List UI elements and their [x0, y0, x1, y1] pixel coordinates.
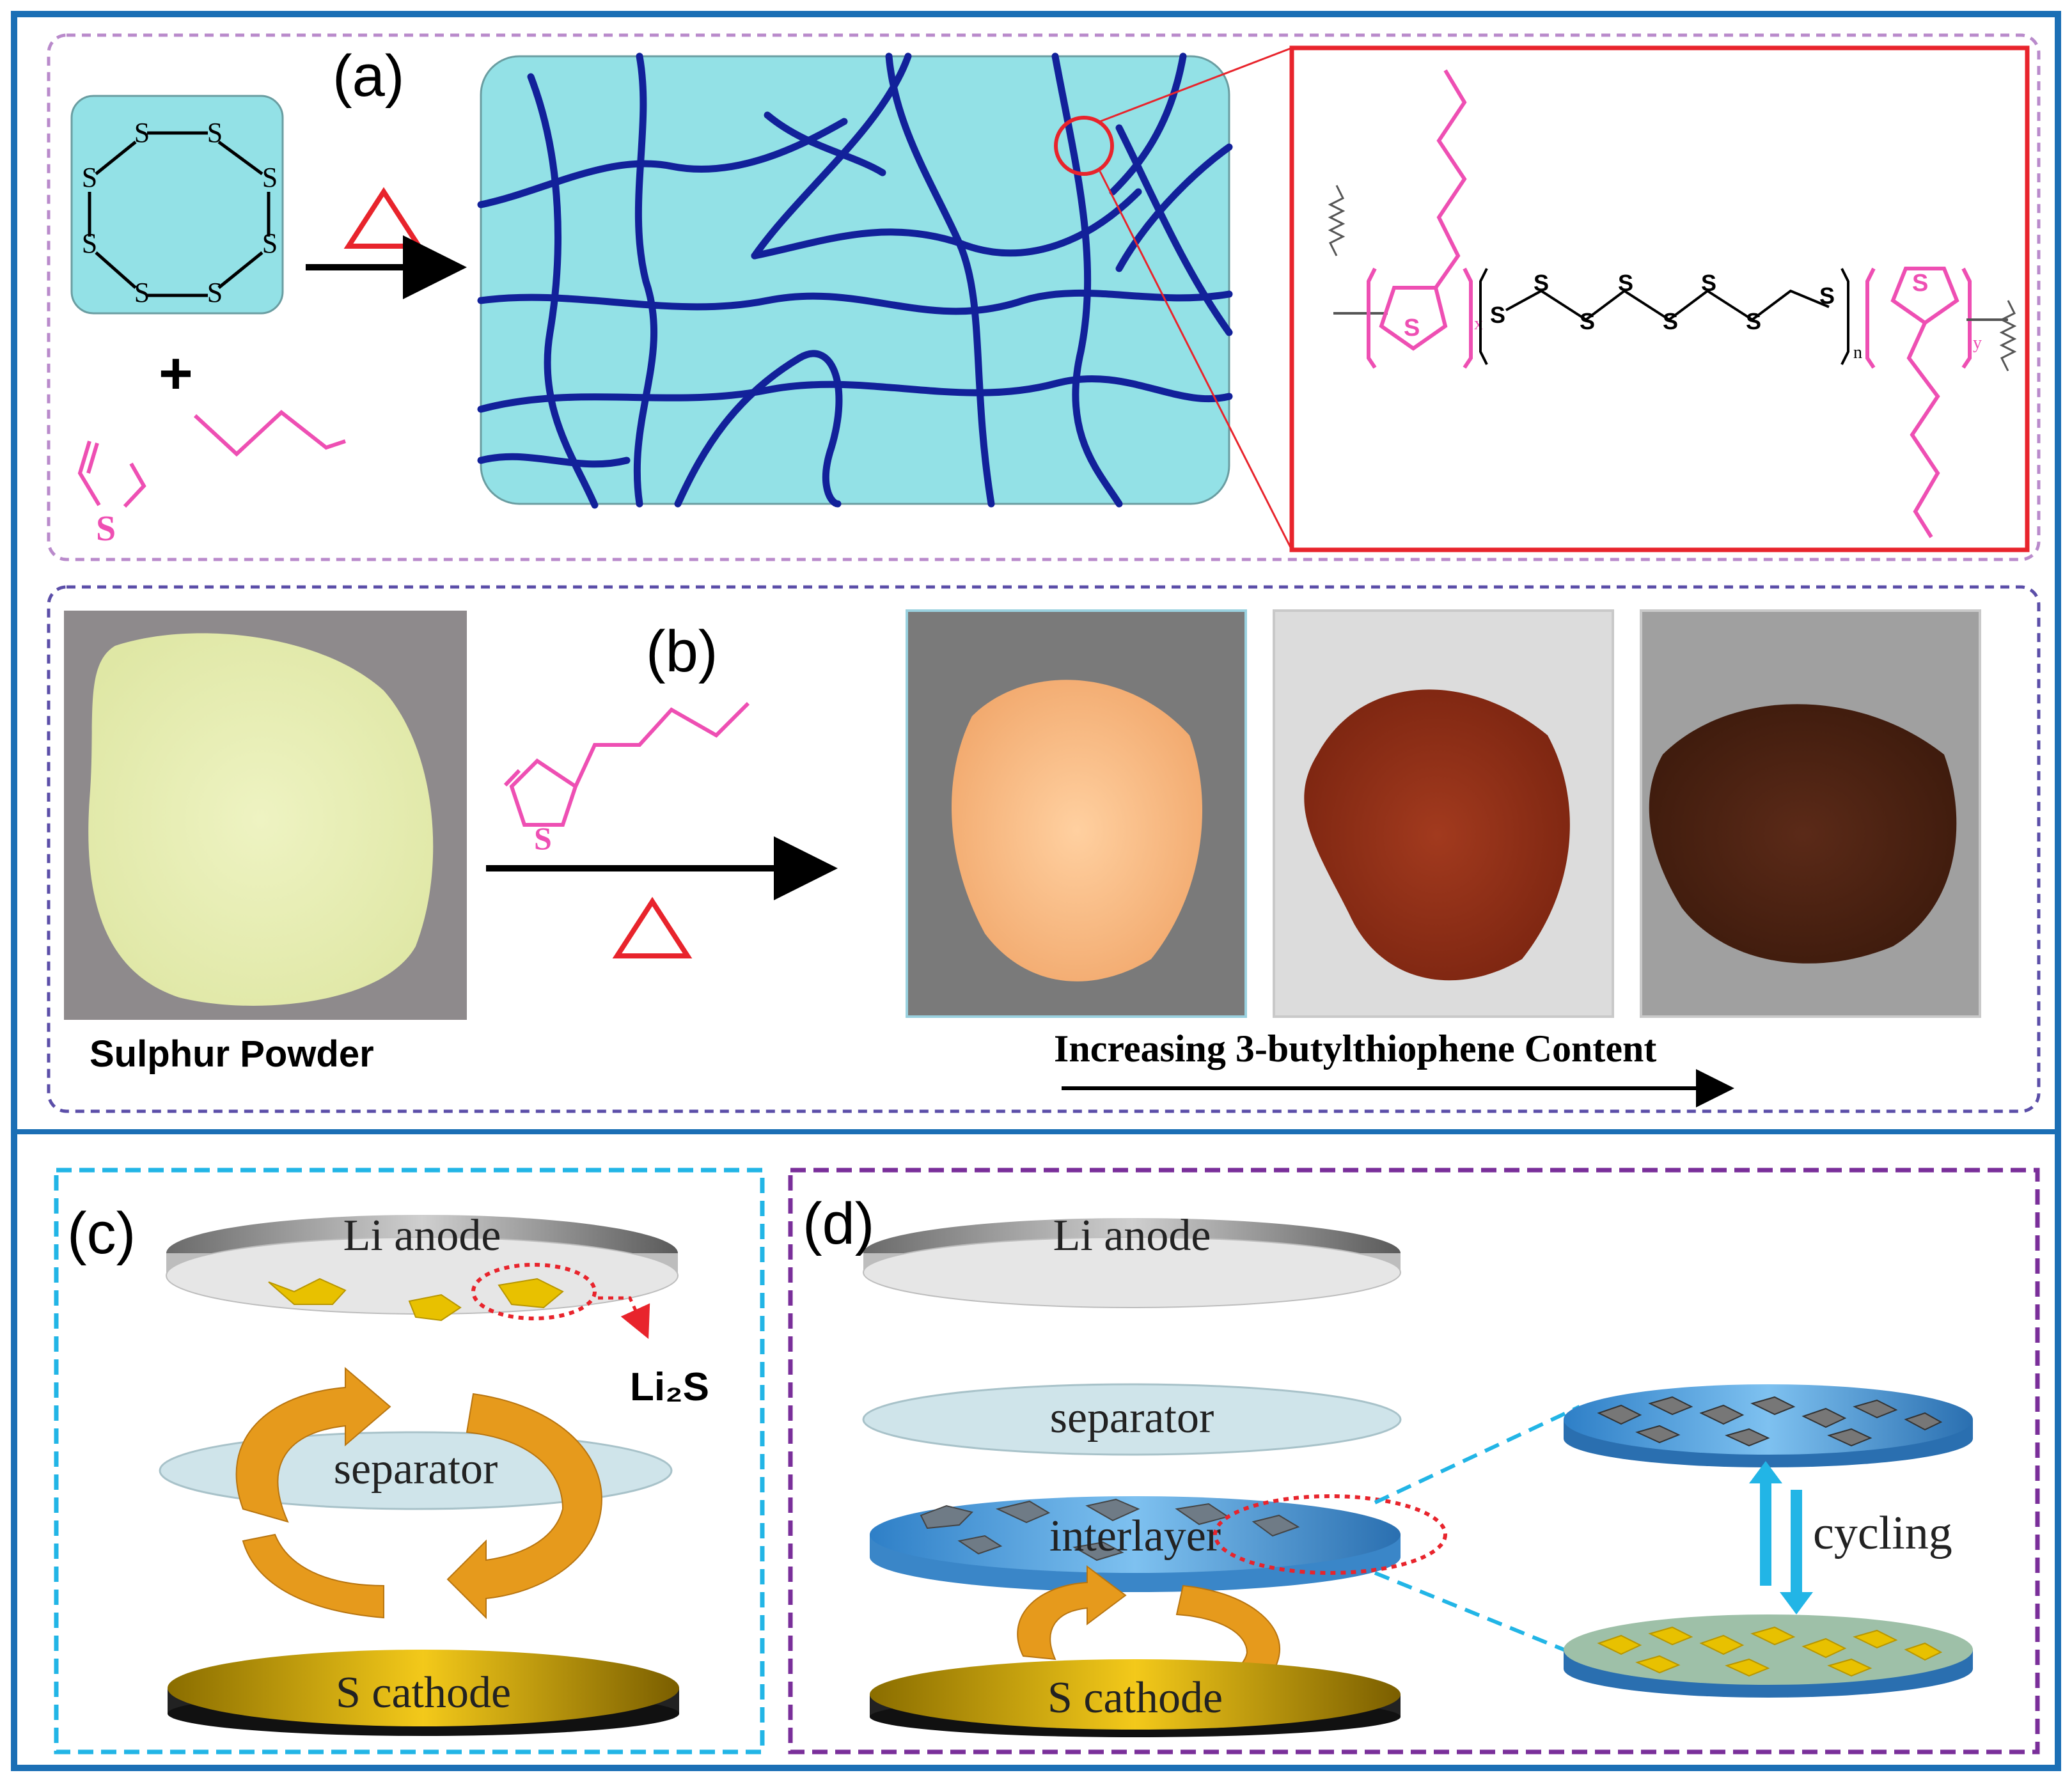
heat-symbol-a: Δ	[0, 0, 1, 1]
product-photo-3	[1640, 609, 1981, 1018]
polymer-structure: S x n S S S S S S S S	[1289, 45, 2030, 552]
s-cathode-disk-c	[168, 1650, 679, 1736]
s-cathode-disk-d	[870, 1659, 1401, 1737]
panel-b-label: (b)	[646, 619, 718, 684]
s-cathode-label-d: S cathode	[1048, 1673, 1223, 1723]
zoom-circle	[1054, 116, 1114, 176]
product-photo-2	[1273, 609, 1614, 1018]
sulphur-powder-photo	[64, 611, 467, 1020]
li2s-deposits	[268, 1278, 564, 1322]
zoom-line-d-top	[1374, 1405, 1581, 1505]
heat-triangle-b	[612, 896, 693, 958]
interlayer-highlight	[1213, 1494, 1447, 1575]
sulphur-caption: Sulphur Powder	[90, 1033, 374, 1075]
svg-text:S: S	[1701, 270, 1716, 296]
thiophene-s-b: S	[534, 820, 552, 856]
panel-c-label: (c)	[67, 1201, 136, 1266]
panel-b-border	[47, 585, 2041, 1113]
panel-b: (b) Sulphur Powder S Δ Incr	[0, 0, 2041, 1113]
panel-a-border	[47, 33, 2041, 561]
li-anode-label-d: Li anode	[1053, 1211, 1211, 1260]
panel-d-border	[788, 1168, 2040, 1755]
svg-text:S: S	[1746, 308, 1761, 334]
svg-text:S: S	[1912, 270, 1928, 297]
svg-text:S: S	[1490, 302, 1505, 328]
separator-label-d: separator	[1050, 1393, 1214, 1442]
svg-text:S: S	[207, 117, 223, 148]
svg-text:n: n	[1853, 343, 1862, 363]
svg-text:y: y	[1973, 333, 1982, 353]
heat-symbol-b: Δ	[0, 0, 1, 1]
interlayer-zoom-bottom	[1564, 1614, 1973, 1698]
s-cathode-label-c: S cathode	[336, 1668, 511, 1717]
plus-sign: +	[159, 341, 193, 406]
panel-a-label: (a)	[333, 43, 404, 109]
li2s-pointer	[598, 1296, 650, 1340]
svg-text:S: S	[1404, 315, 1420, 341]
increasing-caption: Increasing 3-butylthiophene Content	[1054, 1028, 1656, 1070]
panel-c-border	[54, 1168, 765, 1755]
outer-frame	[11, 11, 2061, 1771]
svg-text:S: S	[262, 162, 278, 193]
svg-text:S: S	[134, 117, 150, 148]
svg-text:S: S	[82, 162, 97, 193]
svg-text:S: S	[1819, 283, 1835, 309]
product-photo-1	[906, 609, 1247, 1018]
li2s-highlight	[471, 1263, 597, 1320]
separator-label-c: separator	[334, 1444, 498, 1494]
polymer-network	[477, 52, 1233, 509]
s8-ring: S S S S S S S S	[70, 95, 284, 315]
li2s-label: Li₂S	[630, 1365, 709, 1409]
panel-a: (a) S S S S S S S S	[0, 0, 2041, 561]
panel-c: (c) Li anode Li₂S separator	[54, 1168, 765, 1755]
shuttle-arrows	[235, 1366, 602, 1620]
li-anode-disk-d	[863, 1218, 1401, 1308]
svg-text:S: S	[1534, 270, 1549, 296]
interlayer-label: interlayer	[1049, 1512, 1221, 1561]
svg-text:S: S	[82, 228, 97, 259]
li-anode-label-c: Li anode	[343, 1211, 501, 1260]
svg-text:S: S	[96, 509, 116, 549]
cycling-label: cycling	[1813, 1507, 1952, 1559]
panel-d-label: (d)	[803, 1191, 874, 1256]
svg-text:S: S	[134, 277, 150, 308]
separator-disk-d	[862, 1383, 1402, 1456]
svg-text:S: S	[1663, 308, 1678, 334]
thiophene-fragment: S	[77, 441, 146, 549]
svg-text:S: S	[262, 228, 278, 259]
butyl-chain	[193, 410, 346, 457]
svg-text:S: S	[1618, 270, 1633, 296]
heat-triangle-a	[343, 187, 424, 249]
svg-text:S: S	[1580, 308, 1595, 334]
interlayer-zoom-top	[1564, 1384, 1973, 1467]
butylthiophene-structure	[503, 701, 750, 827]
panel-d: (d) Li anode separator int	[788, 1168, 2040, 1755]
svg-text:S: S	[207, 277, 223, 308]
zoom-line-d-bottom	[1374, 1571, 1581, 1658]
zoom-line-top	[1099, 47, 1292, 123]
cycling-arrows	[1749, 1461, 1813, 1614]
zoom-line-bottom	[1099, 171, 1293, 551]
